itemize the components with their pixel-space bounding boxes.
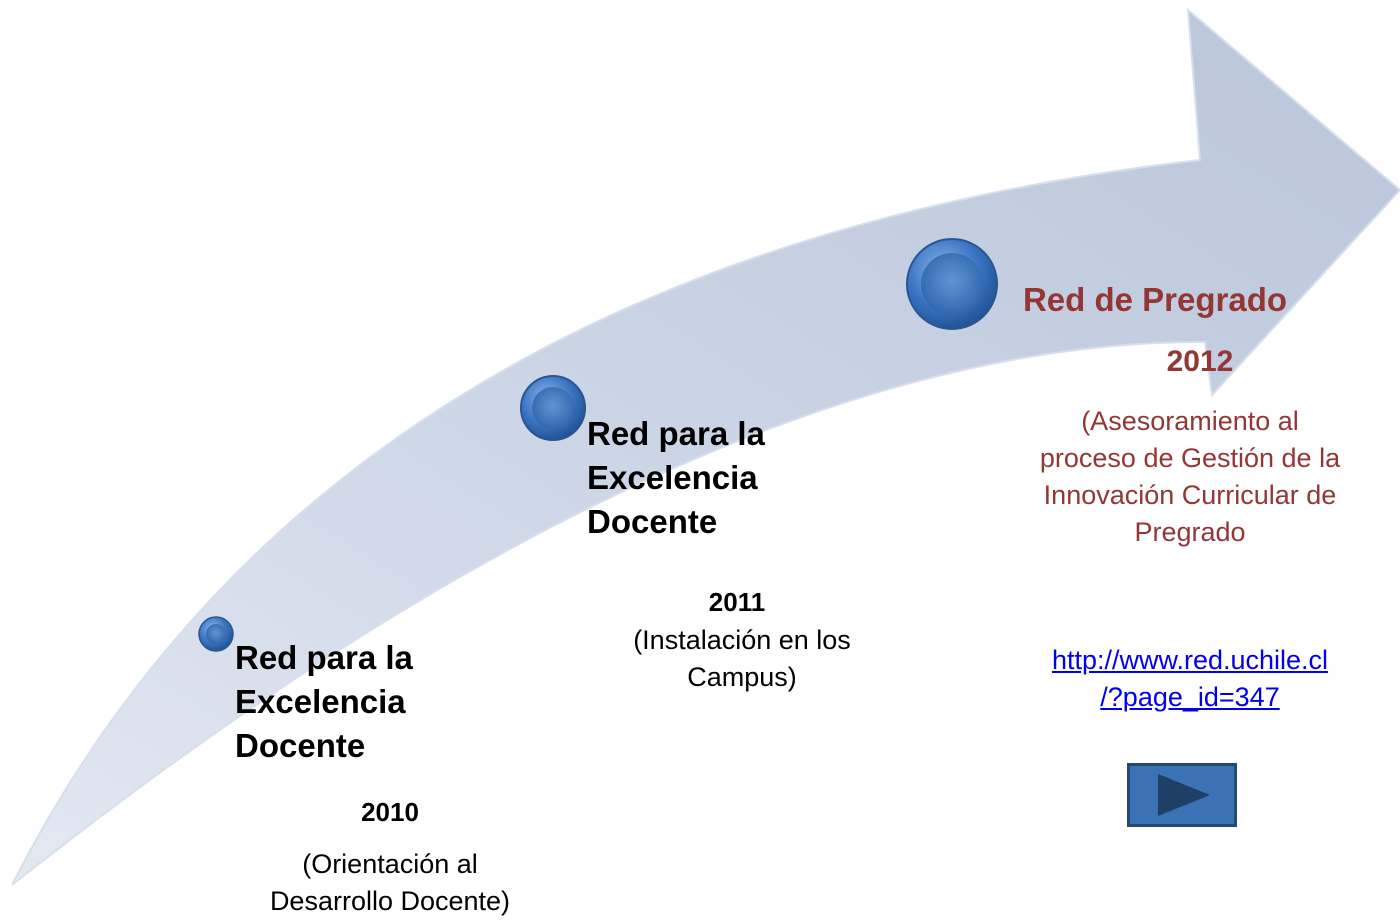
milestone-2012-description-line-4: Pregrado	[1134, 517, 1246, 547]
milestone-2012-description-line-1: (Asesoramiento al	[1081, 406, 1299, 436]
timeline-node-1	[198, 616, 234, 652]
milestone-2012-title: Red de Pregrado	[1022, 281, 1288, 318]
milestone-2012-description-line-3: Innovación Curricular de	[1043, 480, 1337, 510]
milestone-2010-title-line-2: Excelencia	[235, 683, 406, 720]
milestone-2010-year: 2010	[361, 797, 419, 827]
milestone-2012-description: (Asesoramiento al proceso de Gestión de …	[990, 403, 1390, 551]
milestone-2011-title-line-2: Excelencia	[587, 459, 758, 496]
milestone-2011-title-line-1: Red para la	[587, 415, 765, 452]
milestone-2010-title: Red para la Excelencia Docente	[235, 636, 475, 768]
red-pregrado-link[interactable]: http://www.red.uchile.cl /?page_id=347	[990, 642, 1390, 716]
timeline-node-2	[520, 375, 586, 441]
milestone-2011-description-line-1: (Instalación en los	[633, 625, 851, 655]
arrow-shape	[11, 7, 1400, 886]
milestone-2010-title-line-3: Docente	[235, 727, 366, 764]
milestone-2011-title: Red para la Excelencia Docente	[587, 412, 827, 544]
milestone-2011-year: 2011	[708, 587, 766, 617]
milestone-2010-description: (Orientación al Desarrollo Docente)	[220, 846, 560, 920]
milestone-2012-description-line-2: proceso de Gestión de la	[1039, 443, 1341, 473]
milestone-2010-description-line-1: (Orientación al	[302, 849, 478, 879]
milestone-2011-description: (Instalación en los Campus)	[572, 622, 912, 696]
red-pregrado-link-line-1[interactable]: http://www.red.uchile.cl	[1051, 645, 1329, 675]
play-triangle-icon	[1158, 774, 1210, 816]
timeline-node-3	[906, 238, 998, 330]
milestone-2011-title-line-3: Docente	[587, 503, 718, 540]
milestone-2010-description-line-2: Desarrollo Docente)	[269, 886, 511, 916]
milestone-2010-title-line-1: Red para la	[235, 639, 413, 676]
milestone-2011-description-line-2: Campus)	[687, 662, 797, 692]
red-pregrado-link-line-2[interactable]: /?page_id=347	[1100, 682, 1280, 712]
next-slide-button[interactable]	[1127, 763, 1237, 827]
milestone-2012-year: 2012	[1166, 345, 1234, 378]
